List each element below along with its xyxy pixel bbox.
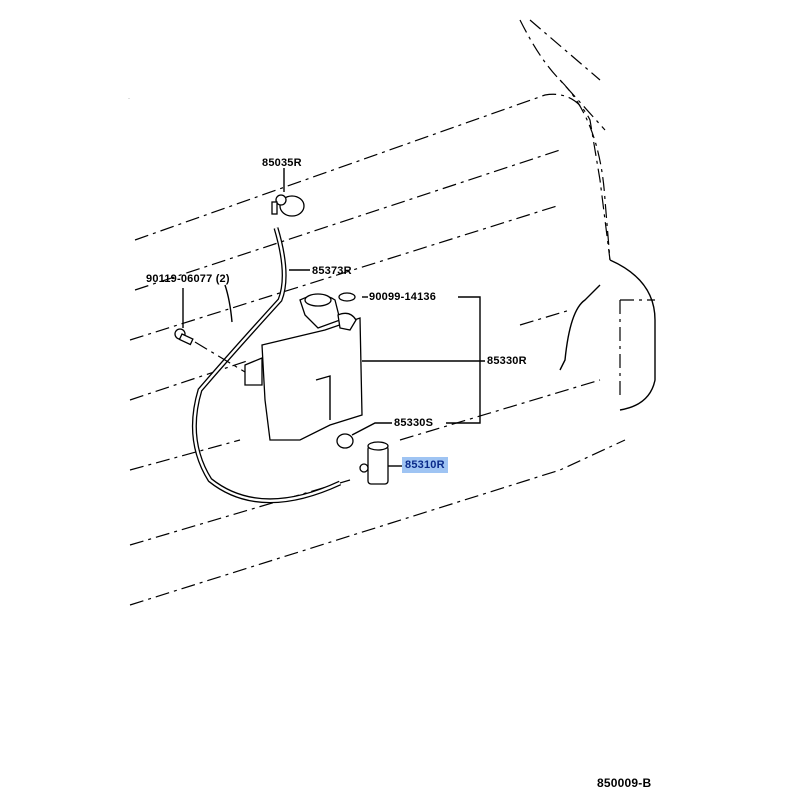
label-grommet[interactable]: 85330S — [394, 417, 434, 429]
washer-pump — [359, 441, 402, 485]
vehicle-body-outline — [129, 19, 656, 606]
figure-code: 850009-B — [597, 776, 652, 790]
grommet — [336, 422, 392, 449]
bolt — [174, 284, 246, 373]
label-pump-highlighted[interactable]: 85310R — [402, 457, 448, 473]
label-hose[interactable]: 85373R — [312, 265, 352, 277]
washer-nozzle — [271, 168, 305, 217]
label-bolt[interactable]: 90119-06077 (2) — [146, 273, 230, 285]
washer-tank — [244, 292, 485, 441]
label-nozzle[interactable]: 85035R — [262, 157, 302, 169]
label-tank[interactable]: 85330R — [487, 355, 527, 367]
svg-text:·: · — [128, 96, 130, 102]
label-gasket[interactable]: 90099-14136 — [369, 291, 437, 303]
